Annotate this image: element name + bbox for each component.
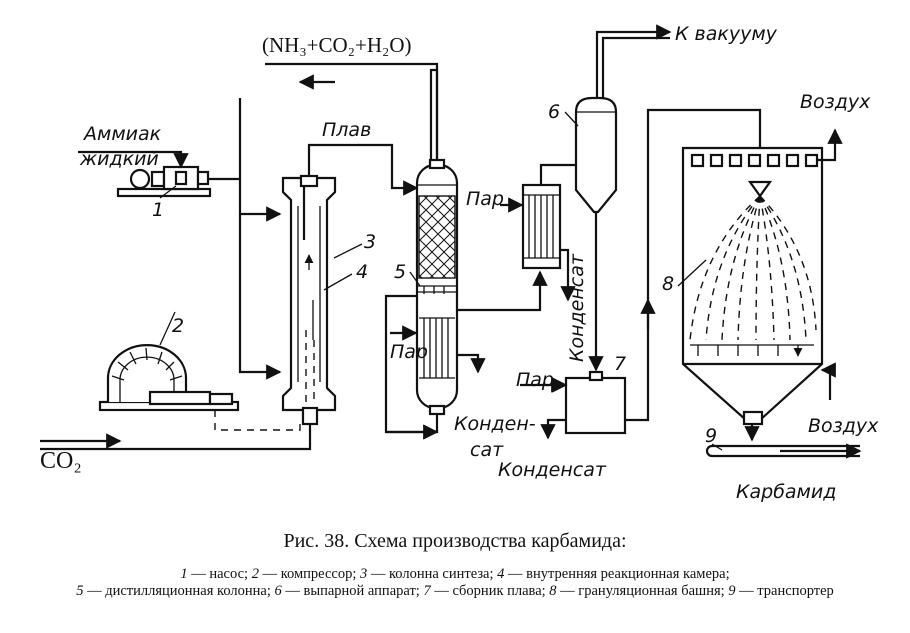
label-liquid: жидкий: [79, 148, 159, 170]
number-5: 5: [394, 261, 406, 283]
melt-collector: [564, 370, 627, 435]
melt-to-tower-line: [625, 108, 762, 422]
granulation-tower: [681, 146, 824, 426]
number-8: 8: [662, 273, 674, 295]
label-steam-distillation: Пар: [390, 341, 428, 363]
number-3: 3: [364, 231, 376, 253]
number-2: 2: [172, 315, 184, 337]
label-condensate-vertical: Конденсат: [566, 253, 588, 362]
legend-item-3: 3 — колонна синтеза;: [359, 566, 494, 582]
ammonia-feed-line: [78, 150, 189, 169]
heater: [521, 183, 562, 270]
vacuum-line: [595, 24, 672, 98]
label-offgas-formula: (NH₃+CO₂+H₂O): [262, 33, 411, 57]
legend-item-4: 4 — внутренняя реакционная камера;: [497, 566, 730, 582]
label-air-bottom: Воздух: [808, 415, 879, 437]
synthesis-column: [281, 174, 337, 426]
air-exhaust-line: [818, 128, 843, 162]
figure-legend: 1 — насос; 2 — компрессор; 3 — колонна с…: [30, 566, 880, 600]
label-steam-heater: Пар: [466, 188, 504, 210]
label-condensate-mid-1: Конден-: [454, 413, 536, 435]
urea-production-diagram: Аммиак жидкий Плав (NH₃+CO₂+H₂O) К вакуу…: [40, 23, 879, 503]
number-4: 4: [356, 261, 368, 283]
label-to-vacuum: К вакууму: [675, 23, 778, 45]
legend-item-7: 7 — сборник плава;: [423, 583, 546, 599]
number-6: 6: [548, 101, 560, 123]
legend-item-2: 2 — компрессор;: [251, 566, 357, 582]
legend-item-5: 5 — дистилляционная колонна;: [76, 583, 271, 599]
label-condensate-mid-2: сат: [470, 439, 504, 461]
number-9: 9: [705, 425, 717, 447]
legend-item-9: 9 — транспортер: [728, 583, 834, 599]
compressor: [98, 344, 240, 412]
figure-caption: Рис. 38. Схема производства карбамида:: [283, 530, 627, 552]
pump: [116, 165, 212, 198]
melt-line: [307, 143, 419, 196]
legend-item-8: 8 — грануляционная башня;: [549, 583, 725, 599]
legend-item-6: 6 — выпарной аппарат;: [274, 583, 420, 599]
legend-item-1: 1 — насос;: [180, 566, 249, 582]
number-7: 7: [614, 353, 626, 375]
air-inlet-line: [820, 362, 836, 400]
pump-discharge-line: [208, 98, 282, 222]
label-ammonia: Аммиак: [82, 123, 162, 145]
label-melt: Плав: [322, 119, 371, 141]
label-condensate-bottom: Конденсат: [498, 459, 607, 481]
label-co2: CO₂: [40, 448, 82, 474]
evaporator: [574, 96, 618, 214]
number-1: 1: [152, 199, 164, 221]
distillation-column: [415, 158, 459, 416]
conveyor: [705, 444, 860, 458]
label-air-top: Воздух: [800, 91, 871, 113]
label-steam-collector: Пар: [516, 369, 554, 391]
label-urea: Карбамид: [736, 481, 836, 503]
